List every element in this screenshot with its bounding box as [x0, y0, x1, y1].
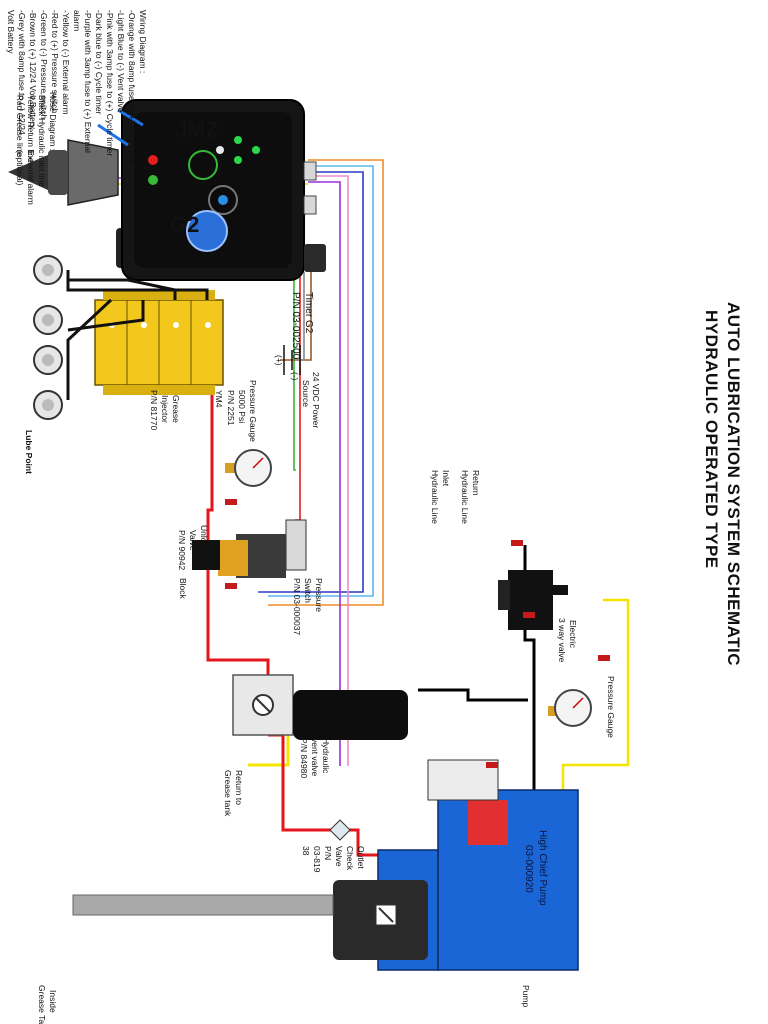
outlet-check-label: Outlet [356, 846, 366, 869]
lube-point-label: Lube Point [24, 430, 34, 474]
return-line [561, 598, 630, 790]
unloader-label-2: Valve [188, 530, 198, 551]
timer-model: G2 [170, 212, 199, 237]
pressure-switch-pn: P/N 03-000037 [292, 578, 302, 635]
timer-label: Timer G2 [303, 292, 314, 334]
wiring-heading: Wiring Diagram : [138, 10, 148, 73]
wiring-line: -Dark blue to (-) Cycle timer [94, 10, 104, 115]
inlet-line-label: Inlet [441, 470, 451, 487]
timer-part-number: P/N 03-002500 [290, 292, 301, 360]
wire-pink [308, 175, 349, 766]
pressure-gauge-pump [548, 689, 592, 727]
inside-tank-label-2: Grease Tank [37, 985, 47, 1024]
outlet-check-valve [329, 819, 351, 841]
wire-brown [280, 272, 312, 361]
gauge-top-pn: P/N 2251 [226, 390, 236, 426]
hose-line: -Red Grease line [15, 92, 25, 157]
power-plus: (+) [274, 355, 284, 366]
high-chief-pump [333, 759, 579, 971]
wire-orange [268, 159, 384, 606]
gauge-top-label: Pressure Gauge [248, 380, 258, 442]
ym4-label: YM4 [214, 390, 224, 408]
hose-line: -Black Hydraulic inlet line [37, 92, 47, 187]
wiring-line: Volt Battery [6, 10, 16, 54]
hose-line: -Yellow Return line [26, 92, 36, 163]
wire-lightblue [268, 165, 374, 597]
title-block: AUTO LUBRICATION SYSTEM SCHEMATIC HYDRAU… [702, 302, 743, 666]
external-alarm [8, 108, 144, 206]
inlet-line-label-2: Hydraulic Line [430, 470, 440, 524]
block-label: Block [178, 578, 188, 600]
wiring-line: -Light Blue to (-) Vent valve [116, 10, 126, 113]
gauge-top-psi: 5000 Psi [237, 390, 247, 423]
grease-injector-block [94, 290, 224, 395]
power-label: 24 VDC Power [311, 372, 321, 428]
power-label-2: Source [301, 380, 311, 407]
return-to-grease-label: Return to [234, 770, 244, 805]
outlet-check-label-3: Valve [334, 846, 344, 867]
external-alarm-label: External alarm [26, 150, 36, 205]
wiring-line: -Purple with 3amp fuse to (+) External [83, 10, 93, 153]
wiring-line: -Grey with 8amp fuse to (-) 12/24 [17, 10, 27, 135]
wiring-line: -Red to (+) Pressure switch [50, 10, 60, 113]
component-labels: External alarm (optional) Timer G2 P/N 0… [15, 150, 616, 1024]
pressure-gauge-5000 [225, 449, 272, 487]
injector-label-2: Injector [160, 395, 170, 423]
vent-valve-pn: P/N 84980 [299, 738, 309, 778]
wiring-line: -Green to (-) Pressure switch [39, 10, 49, 119]
unloader-label: Unloader [199, 525, 209, 560]
injector-pn: P/N 81770 [149, 390, 159, 430]
wire-darkblue [258, 171, 364, 593]
pump-part-number: 03-000920 [523, 845, 534, 893]
pump-label: High Chief Pump [537, 830, 548, 906]
hydraulic-vent-valve [232, 674, 408, 740]
return-line-label: Return [471, 470, 481, 496]
power-minus: (-) [290, 372, 300, 381]
timer-brand: JMZ [175, 117, 219, 142]
pressure-switch-label-2: Switch [303, 578, 313, 603]
pump-gauge-label: Pressure Gauge [606, 676, 616, 738]
title-line-2: HYDRAULIC OPERATED TYPE [702, 310, 721, 569]
electric-valve-label: Electric [568, 620, 578, 649]
wiring-line: -Orange with 8amp fuse to (+) Vent valve [127, 10, 137, 165]
lube-lines [66, 270, 209, 400]
vent-valve-label: Hydraulic [321, 738, 331, 774]
lube-points [33, 255, 63, 420]
electric-valve-label-2: 3 way valve [557, 618, 567, 663]
return-to-grease-label-2: Grease tank [223, 770, 233, 817]
pump-caption: Pump [521, 985, 531, 1007]
flow-arrows [225, 499, 610, 768]
outlet-check-label-2: Check [345, 846, 355, 871]
pressure-switch [218, 519, 307, 578]
outlet-check-pn: 03-819 [312, 846, 322, 873]
wiring-line: alarm [72, 10, 82, 31]
outlet-check-label-4: P/N [323, 846, 333, 860]
timer-g2: JMZ G2 [116, 99, 326, 281]
inside-tank-label: Inside [48, 990, 58, 1013]
vent-valve-label-2: vent valve [310, 738, 320, 777]
external-alarm-note: (optional) [15, 150, 25, 186]
wire-violet [308, 181, 341, 766]
title-line-1: AUTO LUBRICATION SYSTEM SCHEMATIC [724, 302, 743, 666]
hose-heading: Hose Diagram : [48, 92, 58, 151]
wiring-line: -Brown to (+) 12/24 Volt Battery [28, 10, 38, 130]
pressure-switch-label: Pressure [314, 578, 324, 612]
hose-diagram-legend: Hose Diagram : -Black Hydraulic inlet li… [15, 92, 58, 187]
grease-line-2 [268, 733, 388, 905]
unloader-block [192, 540, 220, 570]
outlet-check-pn-2: 38 [301, 846, 311, 856]
electric-3way-valve [498, 570, 568, 630]
power-source [283, 345, 301, 375]
return-to-grease [248, 730, 290, 767]
inside-grease-tank [72, 894, 334, 916]
hydraulic-line-vent [418, 688, 528, 702]
wiring-line: -Yellow to (-) External alarm [61, 10, 71, 115]
wiring-diagram-legend: Wiring Diagram : -Orange with 8amp fuse … [6, 10, 148, 165]
unloader-pn: P/N 90942 [177, 530, 187, 570]
injector-label: Grease [171, 395, 181, 423]
return-line-label-2: Hydraulic Line [460, 470, 470, 524]
wiring-line: -Pink with 3amp fuse to (+) Cycle timer [105, 10, 115, 156]
